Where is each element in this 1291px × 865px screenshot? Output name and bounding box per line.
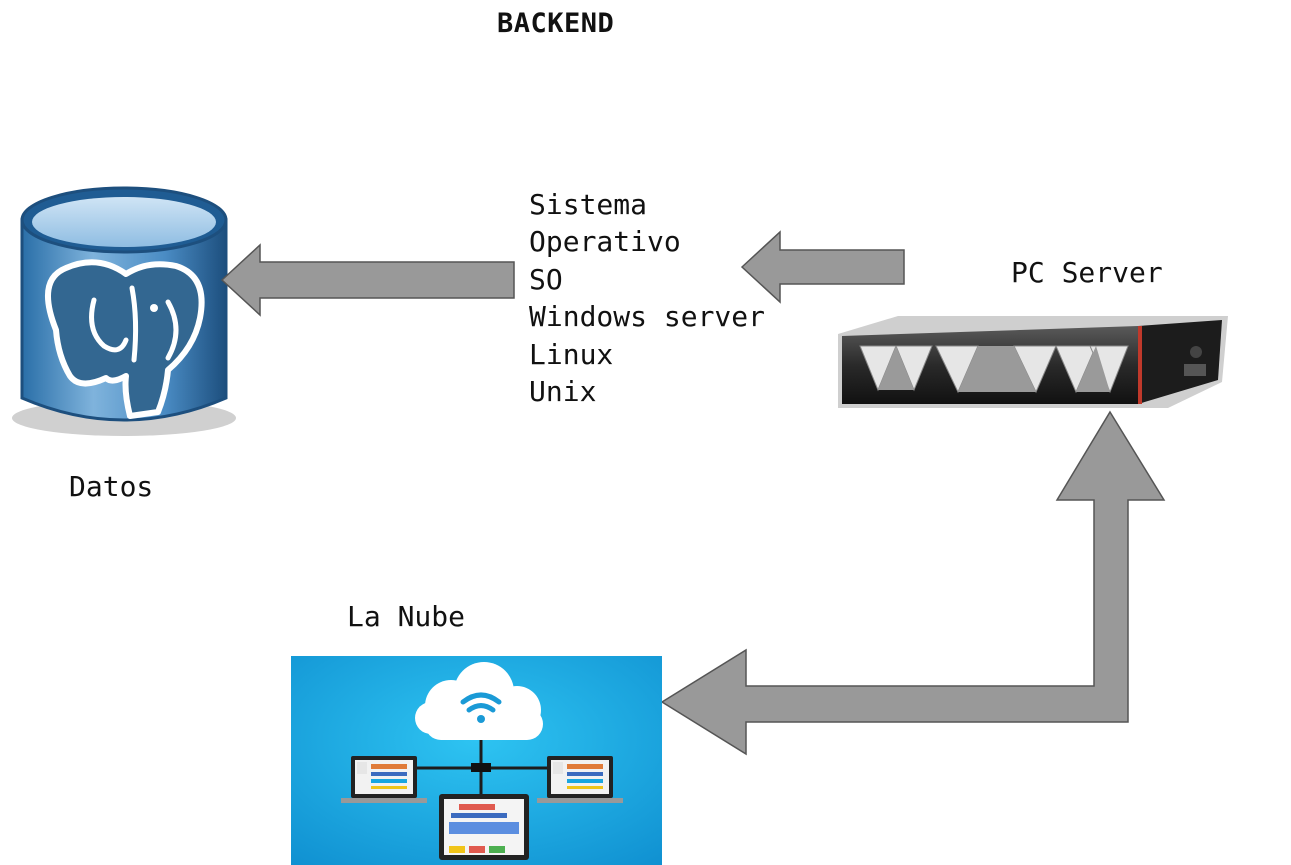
os-line-sistema: Sistema [529,188,648,221]
os-list: Sistema Operativo SO Windows server Linu… [529,186,765,410]
os-line-unix: Unix [529,375,597,409]
rack-server-icon [838,316,1228,408]
diagram-title: BACKEND [497,8,615,39]
os-line-operativo: Operativo [529,225,681,259]
os-line-so: SO [529,262,563,296]
cloud-label: La Nube [347,600,466,633]
cloud-network-icon [291,656,662,865]
postgresql-database-icon [12,186,236,436]
os-line-linux: Linux [529,337,614,371]
server-label: PC Server [1011,256,1163,289]
os-line-windows-server: Windows server [529,300,766,334]
database-label: Datos [69,470,154,503]
